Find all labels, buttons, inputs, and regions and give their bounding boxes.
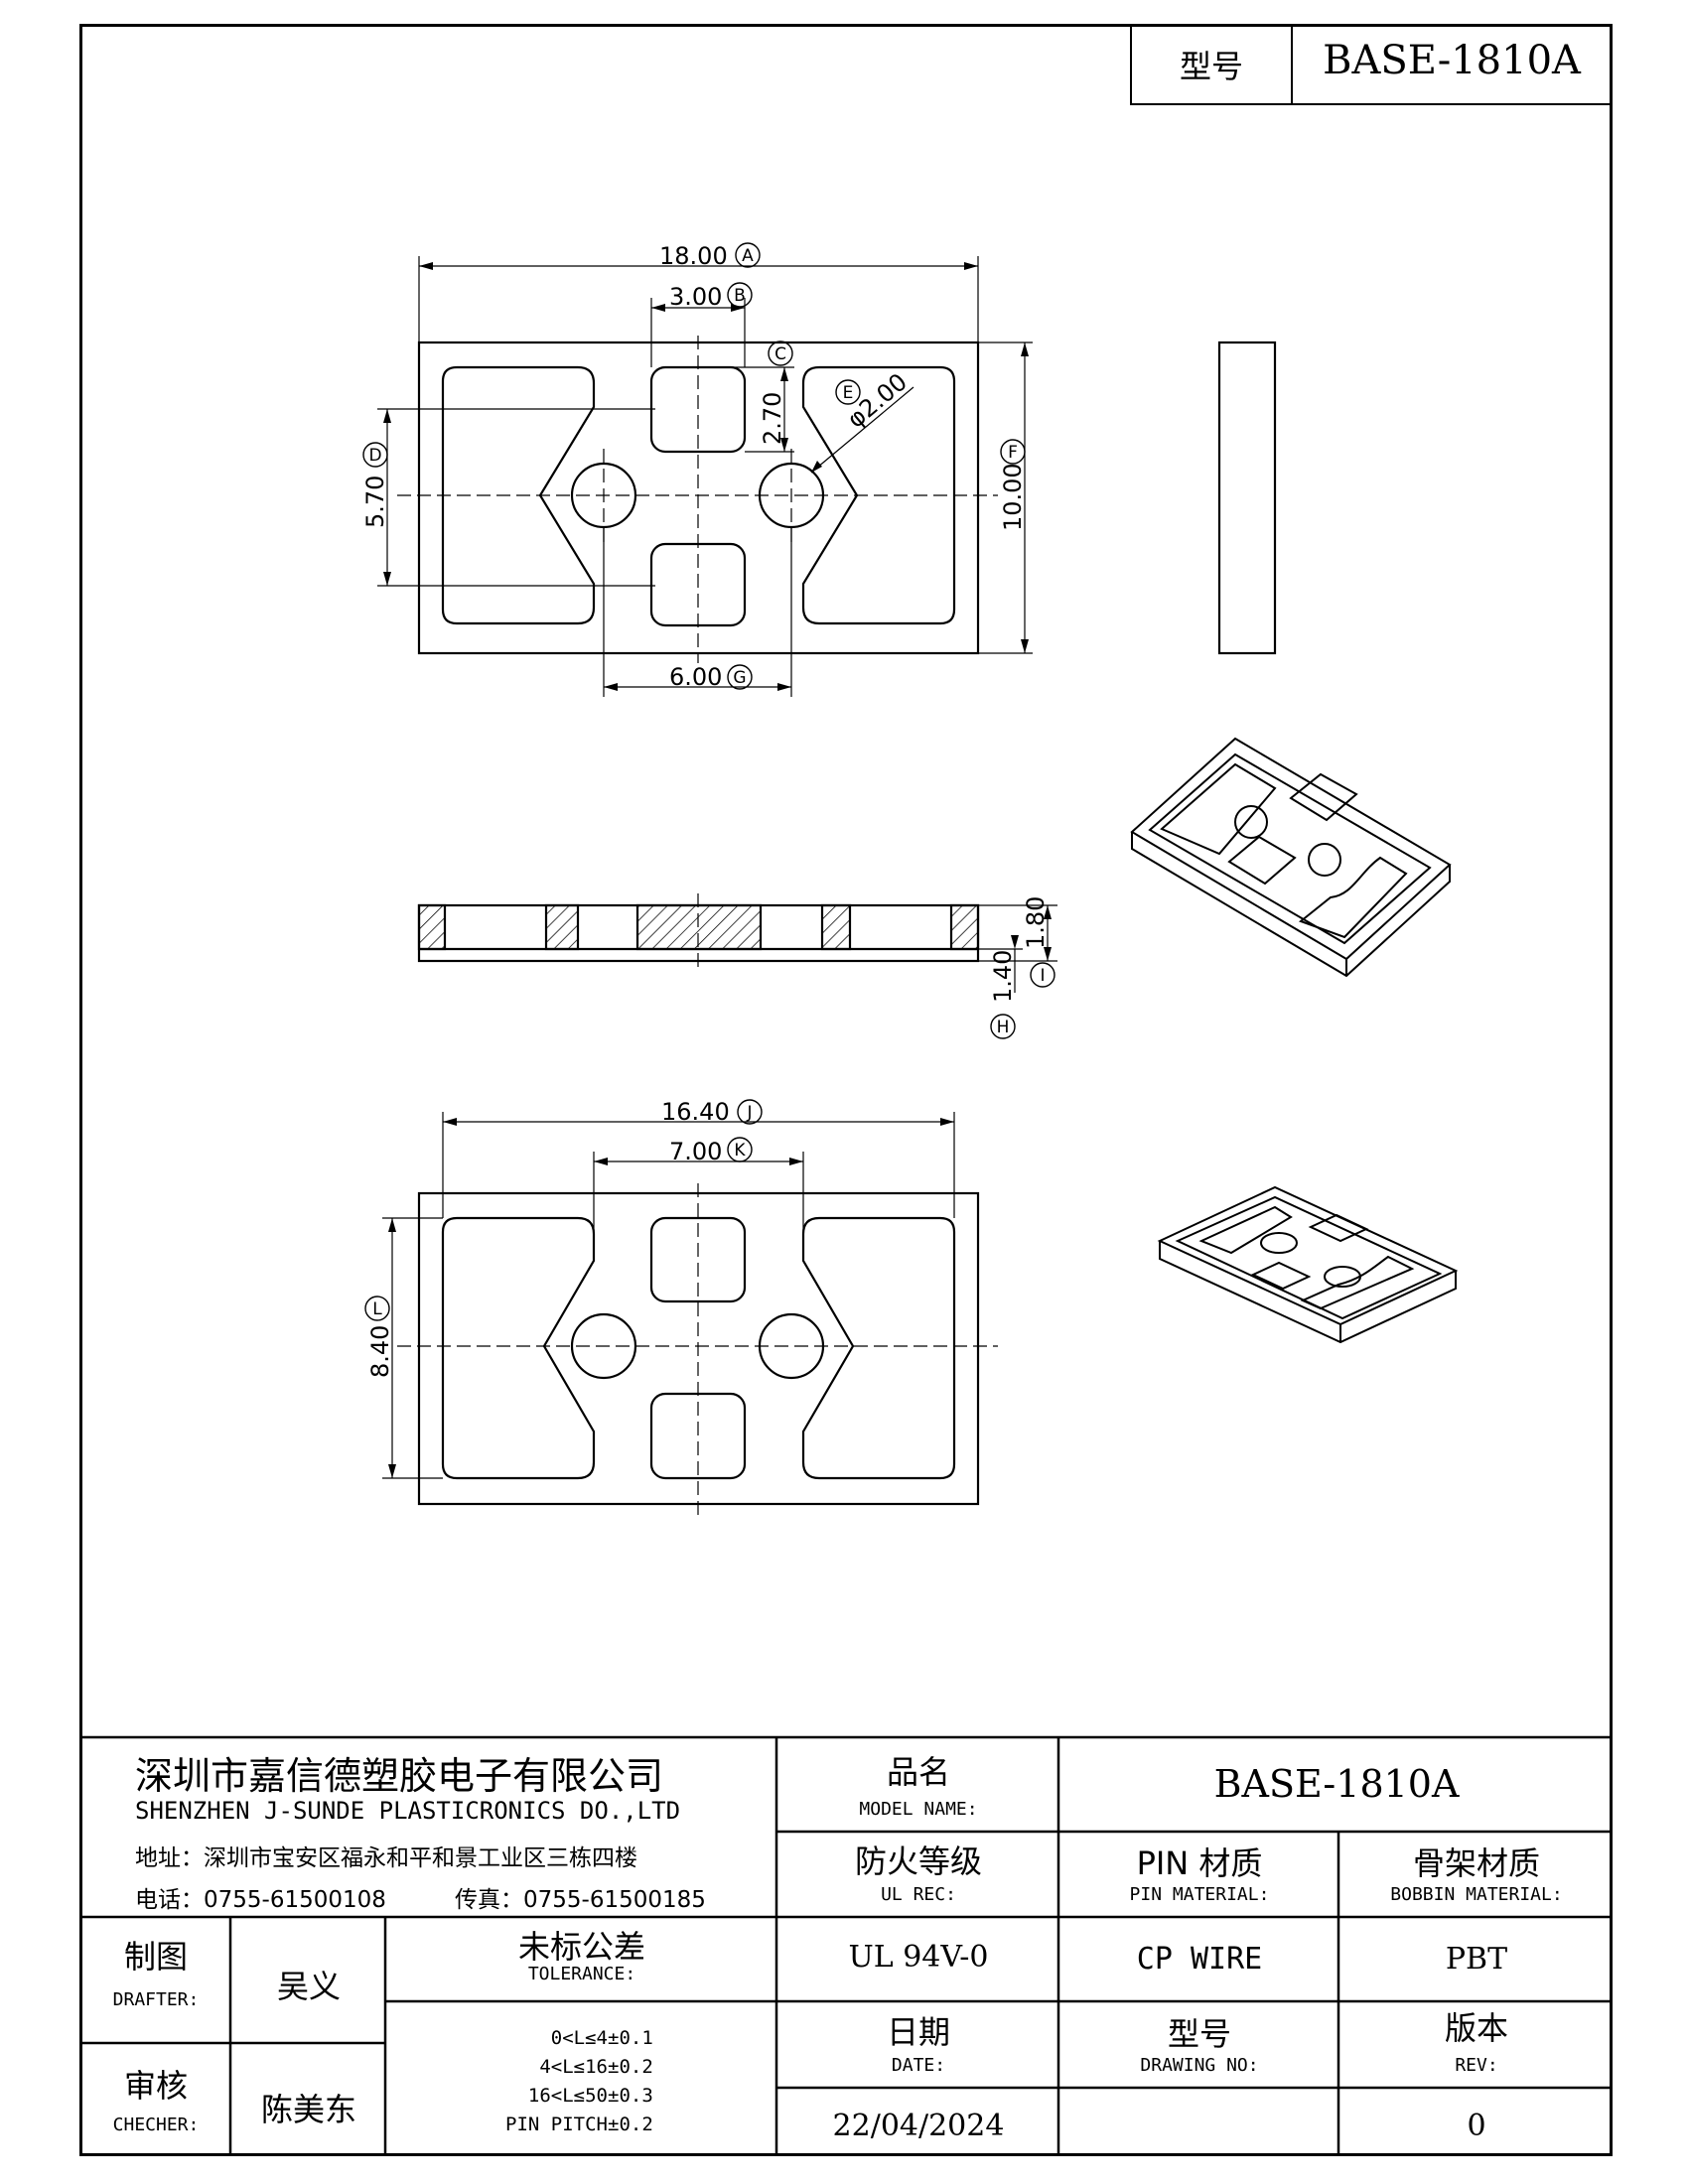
checker-cn: 审核	[123, 2067, 188, 2105]
ul-rec-cn: 防火等级	[854, 1843, 982, 1880]
svg-text:F: F	[1008, 443, 1018, 463]
section-hatch-2	[544, 903, 580, 951]
company-address: 地址：深圳市宝安区福永和平和景工业区三栋四楼	[135, 1845, 637, 1871]
tolerance-row: 4<L≤16 ±0.2	[539, 2056, 653, 2078]
dim-c-value: 2.70	[759, 392, 786, 445]
balloon-e: E	[835, 379, 861, 405]
section-hatch-1	[417, 903, 447, 951]
drafter-value: 吴义	[276, 1968, 341, 2005]
iso-view-1	[1130, 737, 1452, 978]
bobbin-material-en: BOBBIN MATERIAL:	[1390, 1884, 1563, 1905]
dim-h-value: 1.40	[989, 950, 1017, 1003]
drawing-frame	[79, 24, 1613, 2156]
company-fax: 传真：0755-61500185	[455, 1887, 706, 1913]
balloon-c: C	[768, 341, 793, 366]
top-title-label: 型号	[1179, 48, 1243, 85]
checker-en: CHECHER:	[112, 2115, 200, 2135]
balloon-f: F	[1000, 439, 1026, 465]
drafter-cn: 制图	[123, 1938, 188, 1976]
balloon-j: J	[737, 1099, 763, 1125]
top-view-pocket-right	[801, 365, 956, 625]
section-hatch-5	[949, 903, 980, 951]
rev-value: 0	[1467, 2109, 1486, 2143]
tolerance-row: 16<L≤50 ±0.3	[527, 2085, 653, 2107]
iso-view-2	[1157, 1185, 1459, 1344]
svg-text:C: C	[774, 344, 786, 364]
drawing-no-cn: 型号	[1167, 2015, 1231, 2053]
model-name-cn: 品名	[886, 1753, 950, 1791]
svg-text:E: E	[843, 383, 854, 403]
company-name-en: SHENZHEN J-SUNDE PLASTICRONICS DO.,LTD	[135, 1797, 681, 1825]
dim-b-value: 3.00	[669, 283, 722, 311]
balloon-d: D	[362, 442, 388, 468]
company-phone: 电话：0755-61500108	[135, 1887, 386, 1913]
dim-g-value: 6.00	[669, 663, 722, 691]
bottom-view-pocket-left	[441, 1216, 596, 1480]
bottom-view-pocket-right	[801, 1216, 956, 1480]
model-name-en: MODEL NAME:	[859, 1799, 978, 1820]
tolerance-row: PIN PITCH ±0.2	[505, 2114, 653, 2135]
dim-k-value: 7.00	[669, 1138, 722, 1165]
top-title-box	[1130, 24, 1613, 105]
top-view-pocket-left	[441, 365, 596, 625]
dim-d-value: 5.70	[361, 476, 389, 528]
bottom-view-slot-top	[649, 1216, 747, 1303]
tolerance-row: 0<L≤4 ±0.1	[550, 2027, 653, 2049]
dim-l-value: 8.40	[366, 1325, 394, 1378]
pin-material-cn: PIN 材质	[1136, 1844, 1263, 1882]
dim-i-value: 1.80	[1022, 896, 1050, 949]
date-value: 22/04/2024	[832, 2109, 1005, 2143]
svg-text:A: A	[742, 246, 754, 266]
tolerance-cn: 未标公差	[517, 1928, 645, 1966]
svg-text:J: J	[746, 1103, 752, 1123]
drafter-en: DRAFTER:	[112, 1989, 200, 2010]
svg-text:I: I	[1040, 966, 1045, 986]
dim-a-value: 18.00	[659, 242, 728, 270]
ul-rec-value: UL 94V-0	[848, 1940, 989, 1975]
tolerance-en: TOLERANCE:	[527, 1964, 636, 1984]
balloon-k: K	[727, 1137, 753, 1162]
balloon-i: I	[1030, 962, 1055, 988]
svg-text:D: D	[368, 446, 381, 466]
bobbin-material-value: PBT	[1445, 1942, 1508, 1977]
checker-value: 陈美东	[260, 2091, 356, 2128]
section-hatch-4	[820, 903, 852, 951]
section-hatch-3	[635, 903, 763, 951]
model-name-value: BASE-1810A	[1213, 1762, 1460, 1806]
balloon-b: B	[727, 282, 753, 308]
svg-text:L: L	[372, 1299, 382, 1319]
tolerance-table: 0<L≤4 ±0.1 4<L≤16 ±0.2 16<L≤50 ±0.3 PIN …	[397, 2027, 774, 2142]
bottom-view-hole-right	[758, 1312, 825, 1380]
drawing-no-en: DRAWING NO:	[1140, 2055, 1259, 2076]
dim-f-value: 10.00	[999, 463, 1027, 531]
bobbin-material-cn: 骨架材质	[1412, 1844, 1540, 1882]
date-cn: 日期	[886, 2013, 950, 2051]
svg-text:K: K	[734, 1141, 746, 1160]
rev-cn: 版本	[1444, 2009, 1508, 2047]
svg-text:H: H	[997, 1018, 1010, 1037]
company-name-cn: 深圳市嘉信德塑胶电子有限公司	[135, 1754, 664, 1798]
balloon-h: H	[990, 1014, 1016, 1039]
technical-drawing: 18.00 3.00 2.70 5.70 φ2.00 10.00 6.00 1.…	[361, 242, 1459, 1515]
balloon-g: G	[727, 664, 753, 690]
svg-text:G: G	[733, 668, 746, 688]
ul-rec-en: UL REC:	[881, 1884, 956, 1905]
svg-text:B: B	[734, 286, 746, 306]
side-view-outline	[1217, 341, 1277, 655]
top-title-divider	[1291, 24, 1293, 105]
dim-j-value: 16.40	[661, 1098, 730, 1126]
rev-en: REV:	[1455, 2055, 1498, 2076]
balloon-a: A	[735, 242, 761, 268]
balloon-l: L	[364, 1296, 390, 1321]
pin-material-value: CP WIRE	[1136, 1942, 1263, 1977]
pin-material-en: PIN MATERIAL:	[1129, 1884, 1270, 1905]
date-en: DATE:	[891, 2055, 946, 2076]
top-title-model: BASE-1810A	[1323, 38, 1581, 83]
